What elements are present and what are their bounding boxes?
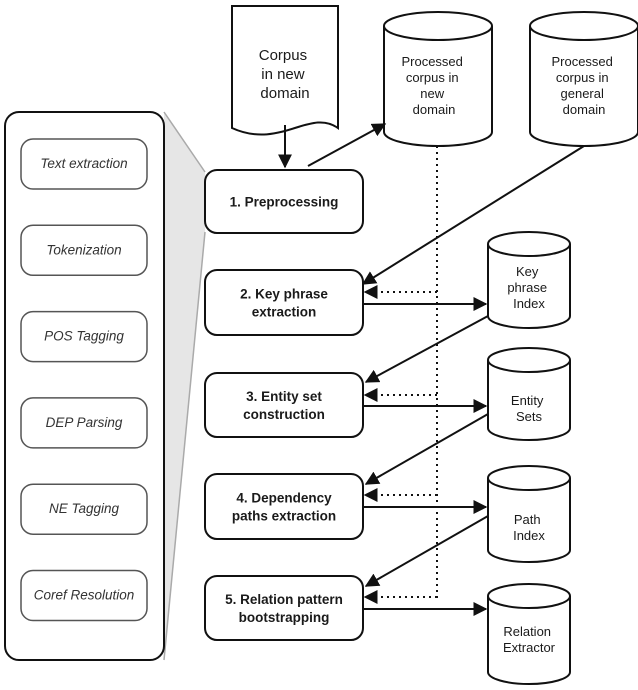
corpus-document — [231, 5, 339, 136]
substep-box — [20, 483, 148, 535]
substep-label: NE Tagging — [49, 501, 120, 516]
substep-box — [20, 569, 148, 622]
store-processed-general: Processed corpus in general domain — [529, 11, 638, 147]
arrow-path-index-to-step5 — [364, 515, 489, 587]
substep-label: Tokenization — [46, 242, 121, 257]
store-path-index-label: Path Index — [513, 512, 545, 543]
store-relation-extractor: Relation Extractor — [487, 583, 571, 685]
arrow-processed-general-to-step2 — [361, 145, 585, 285]
arrow-step1-to-processed-new — [307, 123, 387, 167]
store-processed-new: Processed corpus in new domain — [383, 11, 493, 147]
store-key-phrase-index-label: Key phrase Index — [507, 264, 550, 311]
store-relation-extractor-label: Relation Extractor — [503, 624, 556, 655]
step-box-1 — [204, 169, 364, 234]
arrow-entity-sets-to-step4 — [364, 413, 489, 485]
zoom-line-bottom — [163, 231, 206, 661]
substep-label: POS Tagging — [44, 329, 124, 344]
step-box-5 — [204, 575, 364, 641]
substep-box — [20, 224, 148, 277]
substep-box — [20, 397, 148, 449]
substep-box — [20, 310, 148, 363]
zoom-projection — [164, 112, 205, 660]
arrow-key-phrase-index-to-step3 — [364, 315, 489, 383]
substep-label: DEP Parsing — [46, 415, 123, 430]
substep-box — [20, 138, 148, 190]
corpus-document-label: Corpus in new domain — [259, 47, 312, 102]
store-processed-general-label: Processed corpus in general domain — [551, 54, 616, 117]
store-key-phrase-index: Key phrase Index — [487, 231, 571, 329]
step-label-1: 1. Preprocessing — [230, 195, 339, 210]
step-box-3 — [204, 372, 364, 438]
step-box-2 — [204, 269, 364, 336]
zoom-line-top — [163, 111, 206, 173]
store-processed-new-label: Processed corpus in new domain — [401, 54, 466, 117]
substep-label: Text extraction — [40, 156, 127, 171]
step-box-4 — [204, 473, 364, 540]
store-entity-sets: Entity Sets — [487, 347, 571, 441]
store-path-index: Path Index — [487, 465, 571, 563]
substep-label: Coref Resolution — [34, 588, 135, 603]
store-entity-sets-label: Entity Sets — [511, 393, 547, 424]
